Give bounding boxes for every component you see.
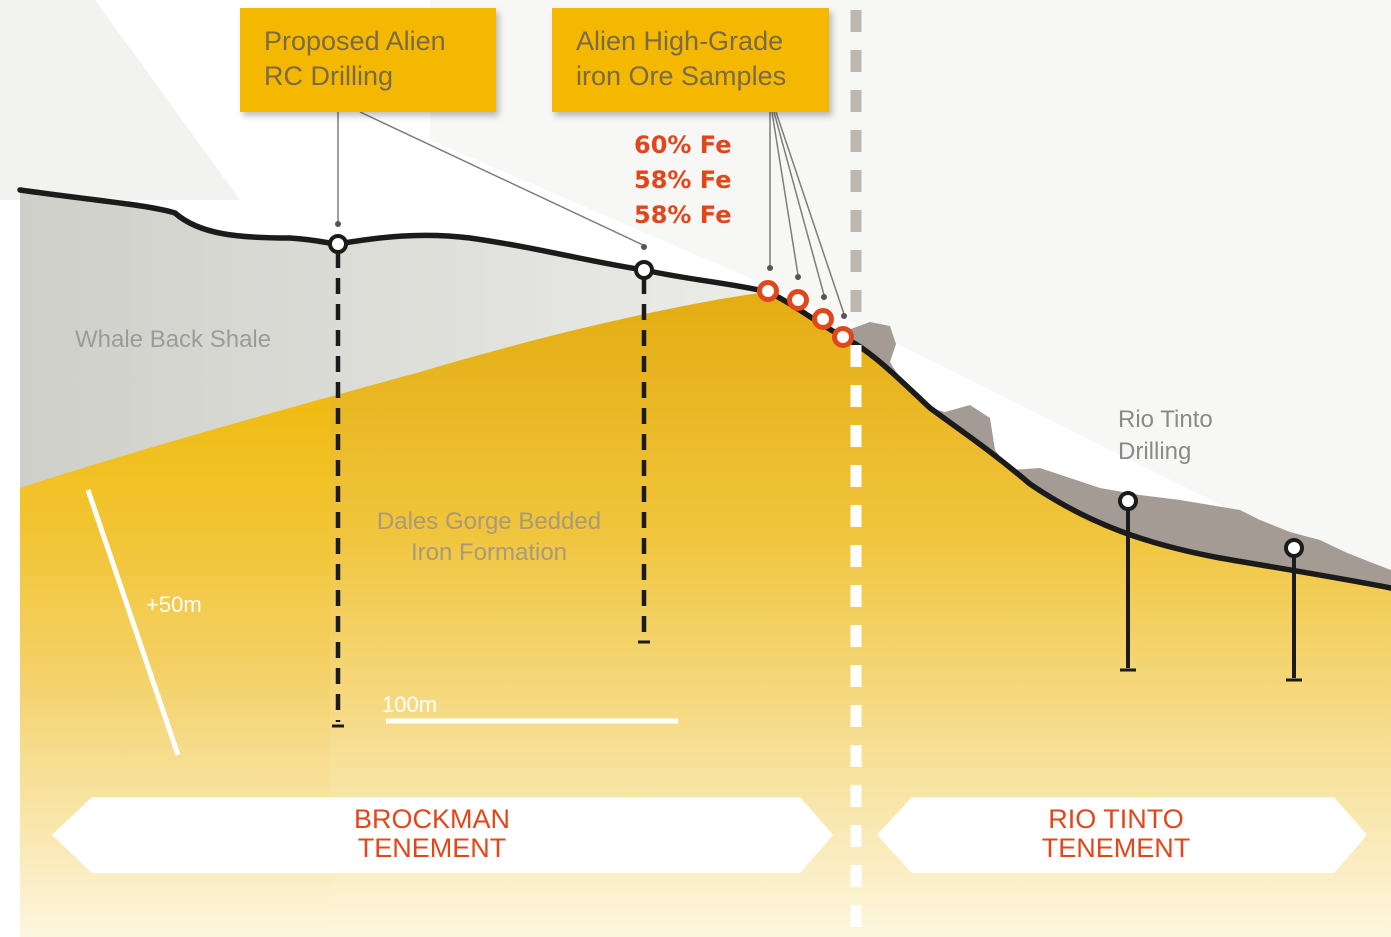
high-grade-samples-callout: Alien High-Grade iron Ore Samples <box>552 8 829 112</box>
outcrop-rock <box>843 322 1391 588</box>
dales-gorge-line: Dales Gorge Bedded <box>376 508 602 535</box>
sample-markers <box>757 280 854 348</box>
sample-marker-1 <box>757 280 779 302</box>
sample-marker-4 <box>832 326 854 348</box>
callout-line: Proposed Alien <box>264 26 446 56</box>
rio-tinto-drilling-line: Rio Tinto <box>1118 406 1213 433</box>
rio-tinto-drillhole-2 <box>1284 538 1304 682</box>
whale-back-shale-layer <box>20 190 768 488</box>
background-shade <box>0 0 240 200</box>
proposed-drillhole-2 <box>634 260 654 644</box>
assay-value: 58% Fe <box>634 166 732 194</box>
ground-surface-line <box>17 187 1391 591</box>
sample-marker-2 <box>787 289 809 311</box>
dales-gorge-label: Dales Gorge Bedded Iron Formation <box>360 506 618 568</box>
callout-line: Alien High-Grade <box>576 26 784 56</box>
sample-marker-3 <box>812 308 834 330</box>
tenement-line: TENEMENT <box>357 833 507 863</box>
rio-tinto-drilling-label: Rio Tinto Drilling <box>1118 404 1213 468</box>
proposed-rc-drilling-callout: Proposed Alien RC Drilling <box>240 8 496 112</box>
brockman-tenement-label: BROCKMAN TENEMENT <box>332 805 532 863</box>
rio-tinto-drillhole-1 <box>1118 491 1138 672</box>
brockman-tenement-banner <box>52 797 833 873</box>
rio-tinto-drilling-line: Drilling <box>1118 438 1192 465</box>
assay-value: 60% Fe <box>634 131 732 159</box>
horizontal-scale-label: 100m <box>382 692 438 717</box>
tenement-line: TENEMENT <box>1041 833 1191 863</box>
rio-tinto-tenement-banner <box>877 797 1367 873</box>
vertical-scale-bar <box>85 489 181 756</box>
background-shade-right <box>430 0 1391 590</box>
dales-gorge-line: Iron Formation <box>410 539 568 566</box>
assay-results: 60% Fe 58% Fe 58% Fe <box>634 128 732 233</box>
callout-line: RC Drilling <box>264 61 394 91</box>
assay-value: 58% Fe <box>634 201 732 229</box>
rio-tinto-tenement-label: RIO TINTO TENEMENT <box>1016 805 1216 863</box>
proposed-drillhole-1 <box>328 234 348 728</box>
tenement-line: RIO TINTO <box>1048 804 1184 834</box>
leader-dots <box>335 221 847 319</box>
callout-leaders <box>337 111 845 315</box>
tenement-line: BROCKMAN <box>353 804 510 834</box>
callout-line: iron Ore Samples <box>576 61 787 91</box>
vertical-scale-label: +50m <box>146 592 202 617</box>
whale-back-shale-label: Whale Back Shale <box>75 326 272 353</box>
